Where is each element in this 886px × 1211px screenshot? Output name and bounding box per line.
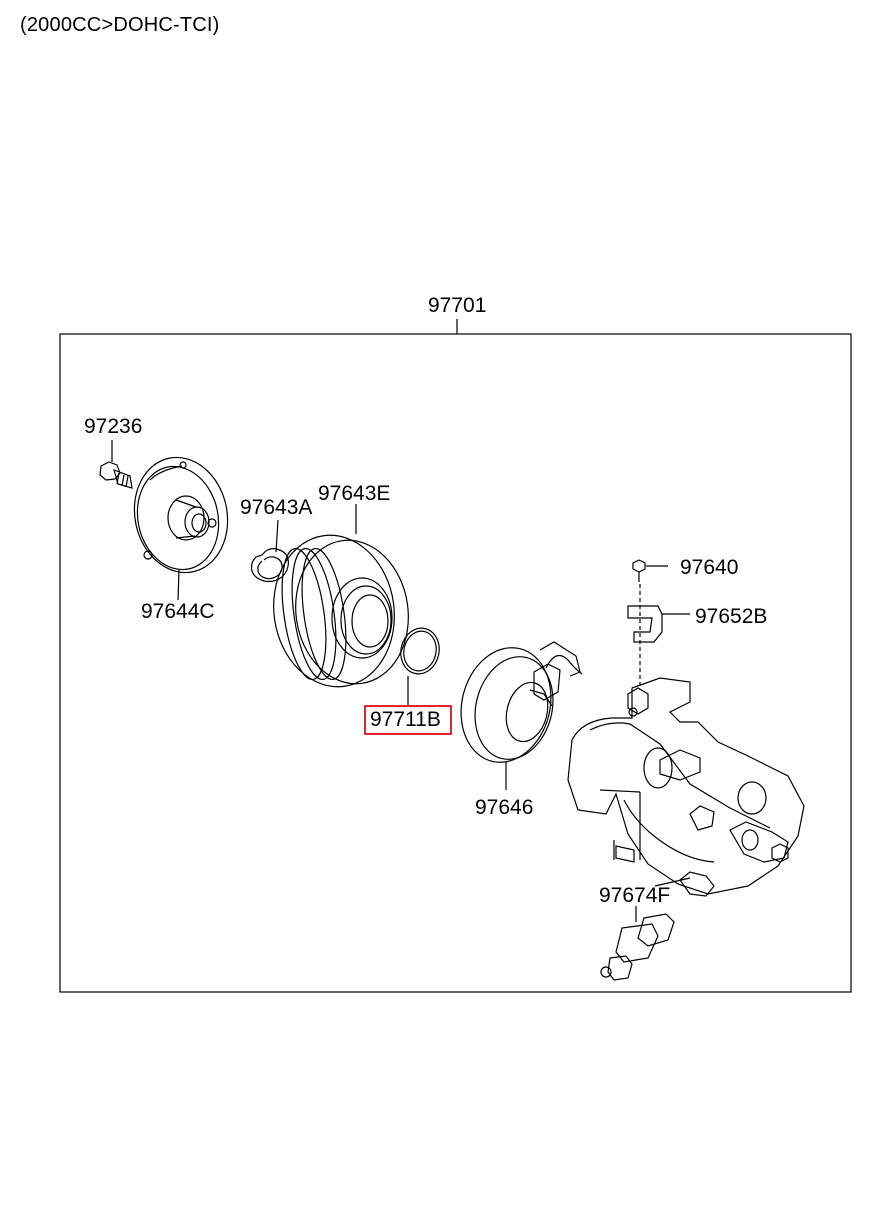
part-label-bolt: 97236 xyxy=(84,415,143,438)
part-label-shim-ring: 97711B xyxy=(370,708,441,731)
assembly-part-number: 97701 xyxy=(428,294,487,317)
part-label-pulley: 97643E xyxy=(318,482,391,505)
pulley-drawing xyxy=(273,504,409,688)
part-label-snap-ring: 97643A xyxy=(240,496,313,519)
snap-ring-drawing xyxy=(250,519,289,583)
hub-drawing xyxy=(133,456,229,601)
part-label-pressure-switch: 97674F xyxy=(599,884,671,907)
bracket-drawing xyxy=(627,605,690,643)
shim-ring-drawing xyxy=(400,627,440,705)
field-coil-drawing xyxy=(460,641,583,790)
highlight-box xyxy=(364,705,452,735)
pressure-switch-drawing xyxy=(600,906,675,981)
bolt-drawing xyxy=(99,440,133,489)
part-label-hub: 97644C xyxy=(141,600,215,623)
engine-spec-label: (2000CC>DOHC-TCI) xyxy=(20,14,220,36)
bracket-bolt-drawing xyxy=(632,559,668,690)
part-label-field-coil: 97646 xyxy=(475,796,534,819)
compressor-drawing xyxy=(567,677,805,897)
assembly-frame xyxy=(59,333,852,993)
part-label-bracket: 97652B xyxy=(695,605,768,628)
part-label-bracket-bolt: 97640 xyxy=(680,556,739,579)
